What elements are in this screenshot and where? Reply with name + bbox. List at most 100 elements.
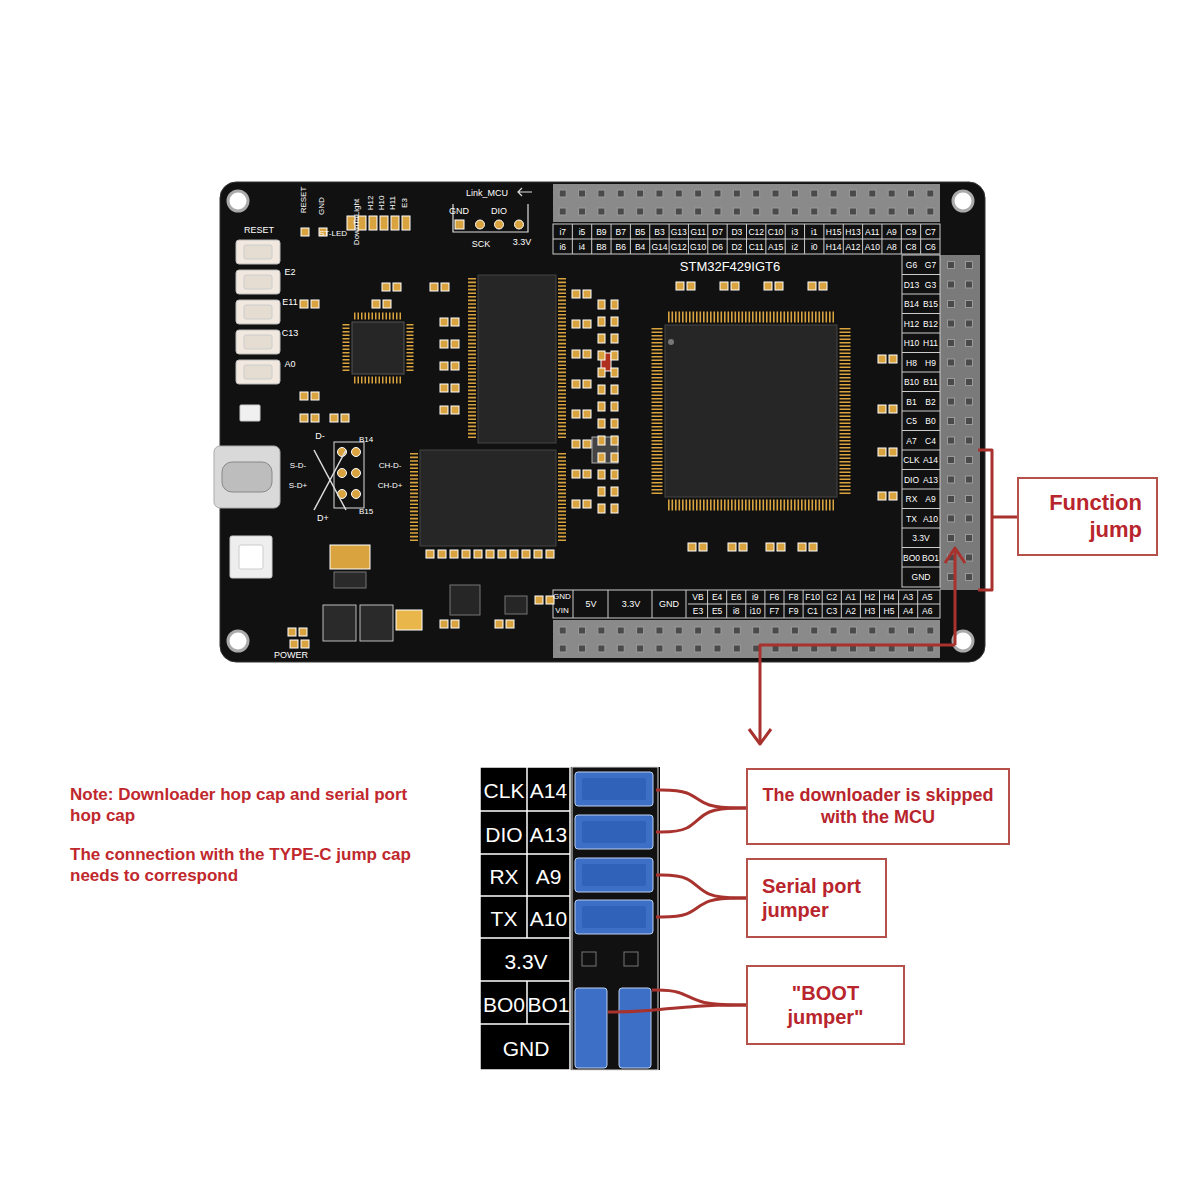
chip-pins	[407, 324, 414, 372]
header-pin	[966, 457, 973, 464]
passive-pad	[393, 283, 401, 291]
label-grid-line	[784, 590, 785, 618]
pin-label: A3	[903, 593, 913, 602]
passive-pad	[440, 362, 448, 370]
passive-pad	[583, 350, 591, 358]
header-pin	[617, 627, 624, 634]
passive-pad	[583, 410, 591, 418]
pin-label: C10	[768, 228, 784, 237]
pin-label: A6	[922, 607, 932, 616]
usb-c-opening	[222, 462, 272, 492]
pin-label: F7	[769, 607, 779, 616]
label-grid-line	[843, 224, 844, 254]
silkscreen-label: B15	[359, 508, 373, 516]
passive-pad	[451, 318, 459, 326]
silkscreen-label: GND	[449, 207, 469, 216]
pin-label: A7	[906, 436, 916, 445]
pin-label: E3	[693, 607, 703, 616]
header-pin	[966, 574, 973, 581]
label-grid-line	[902, 391, 940, 392]
passive-pad	[878, 492, 886, 500]
label-grid-line	[803, 590, 804, 618]
header-pin	[753, 190, 760, 197]
chip-pins	[558, 278, 566, 440]
passive-pad	[739, 543, 747, 551]
pin-label: A2	[846, 607, 856, 616]
button-cap	[244, 365, 272, 379]
passive-pad	[486, 550, 494, 558]
callout-box: The downloader is skipped with the MCU	[746, 768, 1010, 845]
header-pin	[830, 627, 837, 634]
arrow-head	[749, 729, 771, 744]
label-grid	[902, 255, 940, 587]
header-pin	[966, 301, 973, 308]
callout-text: Serial port jumper	[762, 874, 877, 922]
label-grid-line	[902, 528, 940, 529]
pin-label: i4	[579, 243, 586, 252]
passive-pad	[383, 300, 391, 308]
passive-pad	[506, 620, 514, 628]
pin-label: B12	[923, 319, 938, 328]
label-grid-line	[823, 224, 824, 254]
header-pin	[579, 190, 586, 197]
header-pin	[675, 190, 682, 197]
passive-pad	[440, 406, 448, 414]
pin-label: C12	[748, 228, 764, 237]
passive-pad	[498, 550, 506, 558]
header-pin	[966, 281, 973, 288]
silkscreen-label: DownToLight	[353, 199, 361, 245]
pin-label: C5	[906, 417, 917, 426]
passive-pad	[808, 282, 816, 290]
arrow-line	[760, 645, 955, 744]
jumper-pin	[338, 469, 347, 478]
pin-label: B15	[923, 300, 938, 309]
jumper-cap	[575, 772, 653, 806]
passive-pad	[451, 340, 459, 348]
header-pin	[966, 554, 973, 561]
header-pin	[714, 190, 721, 197]
header-pin	[869, 190, 876, 197]
passive-pad	[583, 380, 591, 388]
pin-header	[553, 184, 940, 222]
silkscreen-label: E11	[282, 298, 297, 307]
header-pin	[966, 476, 973, 483]
passive-pad	[598, 368, 605, 377]
pin-label: C9	[906, 228, 917, 237]
passive-pad	[878, 355, 886, 363]
bracket	[978, 450, 992, 590]
pin-square	[582, 952, 596, 966]
silkscreen-label: H10	[378, 196, 386, 211]
mounting-hole	[228, 191, 248, 211]
passive-pad	[572, 470, 580, 478]
label-grid-line	[898, 590, 899, 618]
passive-pad	[382, 283, 390, 291]
passive-pad	[611, 436, 618, 445]
header-pin	[948, 418, 955, 425]
jumper-zoom-panel	[480, 767, 660, 1070]
label-grid-line	[688, 224, 689, 254]
passive-pad	[474, 550, 482, 558]
passive-pad	[699, 543, 707, 551]
silkscreen-label: D-	[315, 432, 325, 441]
header-pin	[948, 476, 955, 483]
cell-border	[480, 810, 570, 812]
callout-text: Function jump	[1029, 490, 1142, 543]
callout-box: Function jump	[1017, 477, 1158, 556]
label-grid-line	[688, 604, 940, 605]
passive-pad	[598, 453, 605, 462]
passive-pad	[583, 500, 591, 508]
usb-c-port	[214, 446, 280, 508]
pin-label: CLK	[903, 456, 920, 465]
pin-label: DIO	[904, 475, 919, 484]
zoom-pin-label: DIO	[485, 823, 522, 844]
pin1-dot	[668, 339, 674, 345]
passive-pad	[572, 320, 580, 328]
pin-square	[624, 952, 638, 966]
header-pin	[675, 208, 682, 215]
pin-label: H12	[904, 319, 920, 328]
passive-pad	[611, 504, 618, 513]
pin-label: B5	[635, 228, 645, 237]
passive-pad	[311, 392, 319, 400]
mcu-pins	[840, 328, 851, 494]
